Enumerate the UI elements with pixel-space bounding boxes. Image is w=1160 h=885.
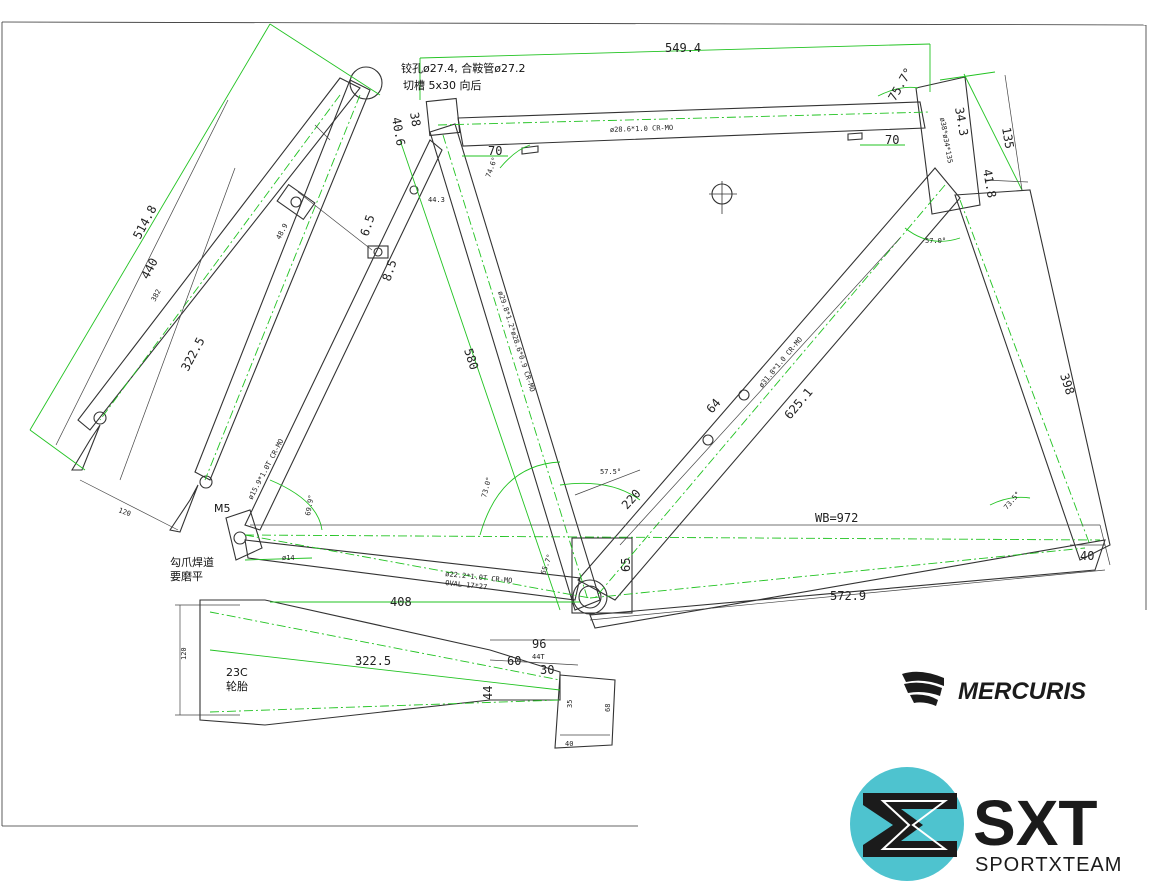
rear-dropout [225, 509, 263, 561]
dim-35: 35 [566, 700, 574, 708]
dim-44: 44 [481, 686, 495, 700]
dim-angle-74-6: 74.6° [484, 156, 499, 179]
dim-wheelbase: WB=972 [815, 511, 858, 525]
dim-phi14: ø14 [282, 554, 295, 562]
note-dropout-2: 要磨平 [170, 570, 203, 583]
head-tube [915, 76, 981, 215]
sxt-subtitle: SPORTXTEAM [975, 854, 1122, 876]
dim-34-3: 34.3 [952, 106, 971, 137]
main-frame [225, 76, 1111, 629]
dim-38: 38 [407, 111, 423, 128]
dim-angle-75-7: 75.7° [885, 65, 915, 103]
dim-top-tube-length: 549.4 [665, 41, 701, 55]
note-tire-2: 轮胎 [226, 679, 248, 693]
dim-41-8: 41.8 [980, 168, 999, 199]
seat-stay [244, 139, 443, 531]
dim-40-right: 40 [1080, 549, 1094, 563]
dim-135: 135 [999, 126, 1017, 150]
sxt-sigma-icon [863, 793, 957, 857]
note-tire-1: 23C [226, 666, 248, 679]
note-dropout-1: 勾爪焊道 [170, 555, 214, 569]
dim-580: 580 [461, 347, 481, 372]
chain-stay [244, 539, 581, 601]
down-tube [577, 167, 961, 601]
dim-322-5: 322.5 [178, 335, 207, 373]
dim-head-tube-spec: ø38*ø34*135 [938, 117, 954, 164]
dim-top-tube-spec: ø28.6*1.0 CR-MO [610, 124, 673, 134]
dim-44-3: 44.3 [428, 196, 445, 204]
dim-514-8: 514.8 [130, 203, 159, 241]
dim-down-tube-spec: ø31.8*1.0 CR-MO [757, 336, 804, 390]
dim-70-right: 70 [885, 133, 899, 147]
dim-44t: 44T [532, 653, 545, 661]
dim-seat-tube-spec: ø29.8*1.2*ø28.6*0.9 CR-MO [496, 290, 536, 393]
dim-60: 60 [507, 654, 521, 668]
dim-70-left: 70 [488, 144, 502, 158]
dim-408: 408 [390, 595, 412, 609]
dim-40-6: 40.6 [389, 116, 408, 147]
dim-angle-69-9: 69.9° [304, 494, 316, 516]
dimension-labels: 549.4 75.7° 34.3 135 ø38*ø34*135 41.8 ø2… [117, 41, 1094, 748]
dim-625-1: 625.1 [782, 385, 816, 422]
dim-398: 398 [1057, 372, 1077, 397]
mercuris-wing-icon [902, 671, 944, 706]
front-lower-line [589, 539, 1106, 629]
dim-322-5-bottom: 322.5 [355, 654, 391, 668]
seat-tube [429, 123, 601, 611]
bb-shell [572, 579, 608, 615]
note-seatpost-1: 铰孔ø27.4, 合鞍管ø27.2 [401, 61, 525, 75]
dim-angle-73-5: 73.5° [1002, 490, 1022, 511]
drawing-border [1, 21, 1147, 827]
note-seatpost-2: 切槽 5x30 向后 [403, 78, 482, 92]
dim-40-bottom: 40 [565, 740, 573, 748]
mercuris-wordmark: MERCURIS [958, 678, 1086, 705]
seat-stay-view [29, 23, 389, 533]
dim-382: 382 [150, 288, 163, 303]
sxt-wordmark: SXT [973, 787, 1097, 859]
dim-8-5: 8.5 [380, 258, 400, 283]
dim-30: 30 [540, 663, 554, 677]
dim-64: 64 [704, 396, 724, 416]
dim-96: 96 [532, 637, 546, 651]
top-tube [457, 101, 926, 147]
mercuris-logo: MERCURIS [902, 671, 1086, 706]
dim-120: 120 [117, 506, 132, 518]
notes: 铰孔ø27.4, 合鞍管ø27.2 切槽 5x30 向后 勾爪焊道 要磨平 23… [170, 61, 525, 693]
dim-68: 68 [604, 704, 612, 712]
note-m5: M5 [214, 502, 231, 515]
dim-seat-stay-spec: ø15.9*1.0T CR-MO [247, 438, 286, 501]
dim-angle-57-0: 57.0° [925, 237, 946, 245]
chain-stay-view [175, 599, 616, 749]
sxt-logo: SXT SPORTXTEAM [850, 767, 1122, 881]
dim-angle-73-0: 73.0° [480, 476, 493, 498]
dim-65: 65 [619, 558, 633, 572]
dim-120-bottom: 120 [180, 647, 188, 660]
main-dimension-lines [244, 43, 1111, 621]
dim-angle-57-5: 57.5° [600, 468, 621, 476]
fork-leg [954, 189, 1111, 561]
dim-572-9: 572.9 [830, 589, 866, 603]
dim-440: 440 [138, 256, 161, 282]
dim-6-5: 6.5 [358, 213, 378, 238]
